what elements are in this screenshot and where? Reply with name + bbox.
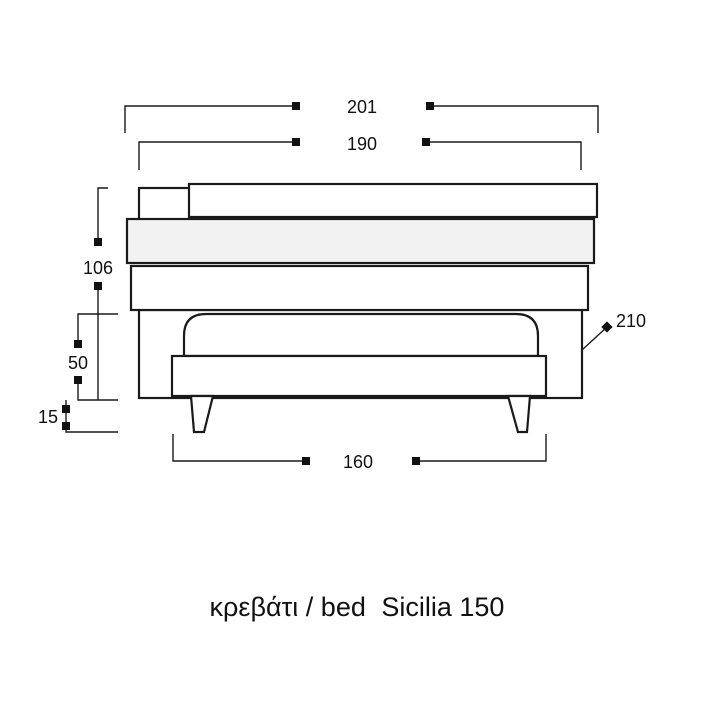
width-left-marker [302, 457, 310, 465]
overall-length-left-marker [292, 102, 300, 110]
leg-height-bottom-marker [62, 422, 70, 430]
total-height-bottom-marker [94, 282, 102, 290]
caption-model-name: Sicilia 150 [381, 592, 504, 622]
width-dimension: 160 [172, 434, 547, 472]
frame-length-right-marker [422, 138, 430, 146]
overall-length-dimension: 201 [124, 97, 599, 133]
base-height-label: 50 [68, 353, 88, 373]
footboard [170, 354, 548, 398]
front-right-leg [506, 394, 532, 434]
front-left-leg [189, 394, 215, 434]
leg-height-line [65, 400, 118, 433]
total-height-upper-line [97, 187, 108, 241]
base-height-dimension: 50 [68, 313, 118, 401]
width-right-marker [412, 457, 420, 465]
mattress [125, 217, 596, 265]
leg-height-top-marker [62, 405, 70, 413]
caption-separator: / [306, 592, 314, 622]
frame-length-left-marker [292, 138, 300, 146]
caption: κρεβάτι / bed Sicilia 150 [210, 592, 505, 622]
total-height-label: 106 [83, 258, 113, 278]
headboard-back-block [137, 186, 193, 224]
depth-leader-line [581, 326, 608, 351]
depth-dimension: 210 [581, 311, 646, 351]
frame-length-left-bracket [138, 141, 296, 170]
frame-length-dimension: 190 [138, 134, 582, 170]
leg-height-dimension: 15 [38, 400, 118, 433]
bed-illustration [125, 182, 599, 434]
depth-marker [601, 321, 613, 333]
total-height-dimension: 106 [83, 187, 113, 400]
base-height-upper-line [77, 313, 118, 344]
overall-length-right-marker [426, 102, 434, 110]
top-panel [187, 182, 599, 219]
depth-label: 210 [616, 311, 646, 331]
caption-greek-label: κρεβάτι [210, 592, 299, 622]
width-label: 160 [343, 452, 373, 472]
overall-length-left-bracket [124, 105, 296, 133]
frame-length-right-bracket [426, 141, 582, 170]
leg-height-label: 15 [38, 407, 58, 427]
overall-length-label: 201 [347, 97, 377, 117]
caption-english-label: bed [321, 592, 366, 622]
base-height-top-marker [74, 340, 82, 348]
footboard-cushion [182, 312, 540, 358]
base-height-bottom-marker [74, 376, 82, 384]
width-right-bracket [416, 434, 547, 462]
base-height-lower-line [77, 378, 118, 401]
width-left-bracket [172, 434, 304, 462]
base-board [129, 264, 590, 312]
total-height-top-marker [94, 238, 102, 246]
frame-length-label: 190 [347, 134, 377, 154]
overall-length-right-bracket [430, 105, 599, 133]
